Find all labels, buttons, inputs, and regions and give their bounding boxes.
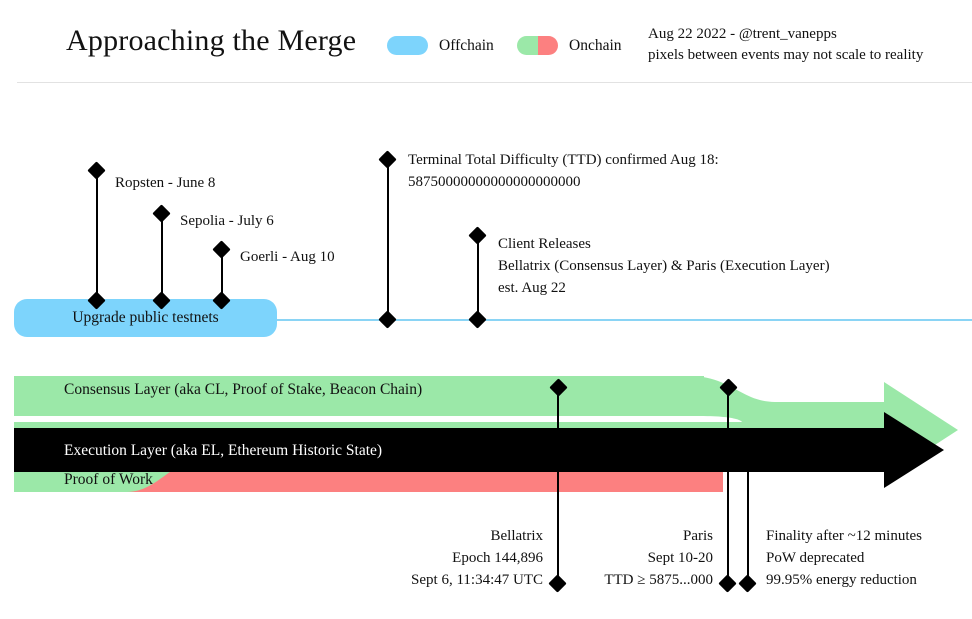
offchain-testnet-bar-label: Upgrade public testnets xyxy=(72,309,219,326)
legend-label-offchain: Offchain xyxy=(439,36,494,54)
marker-ttd-confirmed-bottom xyxy=(378,310,397,329)
marker-ttd-confirmed-top xyxy=(378,150,397,169)
marker-goerli-top xyxy=(212,240,231,259)
meta-author-date: Aug 22 2022 - @trent_vanepps xyxy=(648,26,837,42)
label-paris-line-3: TTD ≥ 5875...000 xyxy=(604,572,713,589)
chain-bands-graphic xyxy=(14,376,958,492)
consensus-layer-label: Consensus Layer (aka CL, Proof of Stake,… xyxy=(64,381,423,398)
header-bar xyxy=(0,0,972,83)
stem-post-merge xyxy=(747,455,749,583)
label-goerli: Goerli - Aug 10 xyxy=(240,249,335,265)
marker-paris-bottom xyxy=(718,574,737,593)
label-bellatrix-line-3: Sept 6, 11:34:47 UTC xyxy=(411,572,543,589)
header-divider xyxy=(17,82,972,83)
stem-sepolia xyxy=(161,219,163,300)
proof-of-work-label: Proof of Work xyxy=(64,471,153,488)
stem-ttd-confirmed xyxy=(387,164,389,316)
label-bellatrix-line-1: Bellatrix xyxy=(490,528,544,544)
label-client-releases-line-2: Bellatrix (Consensus Layer) & Paris (Exe… xyxy=(498,257,830,274)
label-ttd-confirmed-line-2: 58750000000000000000000 xyxy=(408,173,581,190)
marker-client-releases-top xyxy=(468,226,487,245)
meta-block: Aug 22 2022 - @trent_vanepps pixels betw… xyxy=(648,24,923,67)
label-client-releases-line-1: Client Releases xyxy=(498,236,591,252)
execution-layer-arrow xyxy=(14,412,944,488)
label-ttd-confirmed-line-1: Terminal Total Difficulty (TTD) confirme… xyxy=(408,152,719,168)
legend-item-onchain: Onchain xyxy=(517,36,622,55)
stem-paris xyxy=(727,390,729,583)
label-client-releases-line-3: est. Aug 22 xyxy=(498,279,566,296)
label-ttd-confirmed: Terminal Total Difficulty (TTD) confirme… xyxy=(408,150,719,194)
marker-sepolia-top xyxy=(152,204,171,223)
marker-bellatrix-bottom xyxy=(548,574,567,593)
stem-client-releases xyxy=(477,240,479,316)
label-bellatrix-line-2: Epoch 144,896 xyxy=(452,550,543,567)
execution-layer-label: Execution Layer (aka EL, Ethereum Histor… xyxy=(64,442,383,459)
label-paris-line-2: Sept 10-20 xyxy=(647,550,713,567)
label-post-merge: Finality after ~12 minutes PoW deprecate… xyxy=(766,525,922,591)
stem-goerli xyxy=(221,255,223,300)
label-paris: Paris Sept 10-20 TTD ≥ 5875...000 xyxy=(604,525,713,591)
label-bellatrix: Bellatrix Epoch 144,896 Sept 6, 11:34:47… xyxy=(411,525,543,591)
legend-swatch-onchain xyxy=(517,36,558,55)
label-post-merge-line-1: Finality after ~12 minutes xyxy=(766,528,923,544)
label-post-merge-line-3: 99.95% energy reduction xyxy=(766,572,917,589)
label-client-releases: Client Releases Bellatrix (Consensus Lay… xyxy=(498,234,830,299)
page-title: Approaching the Merge xyxy=(66,24,357,57)
label-sepolia: Sepolia - July 6 xyxy=(180,213,274,229)
stem-bellatrix-lower xyxy=(557,500,559,583)
label-post-merge-line-2: PoW deprecated xyxy=(766,550,865,567)
meta-disclaimer: pixels between events may not scale to r… xyxy=(648,47,924,64)
offchain-timeline-line xyxy=(14,319,972,321)
stem-ropsten xyxy=(96,176,98,300)
consensus-band-left xyxy=(14,376,704,416)
legend-item-offchain: Offchain xyxy=(387,36,494,55)
marker-client-releases-bottom xyxy=(468,310,487,329)
stem-bellatrix-upper xyxy=(557,390,559,500)
marker-ropsten-top xyxy=(87,161,106,180)
offchain-testnet-bar: Upgrade public testnets xyxy=(14,299,277,337)
legend-swatch-offchain xyxy=(387,36,428,55)
label-ropsten: Ropsten - June 8 xyxy=(115,175,216,191)
label-paris-line-1: Paris xyxy=(683,528,713,544)
marker-post-merge-bottom xyxy=(738,574,757,593)
legend-label-onchain: Onchain xyxy=(569,36,622,54)
